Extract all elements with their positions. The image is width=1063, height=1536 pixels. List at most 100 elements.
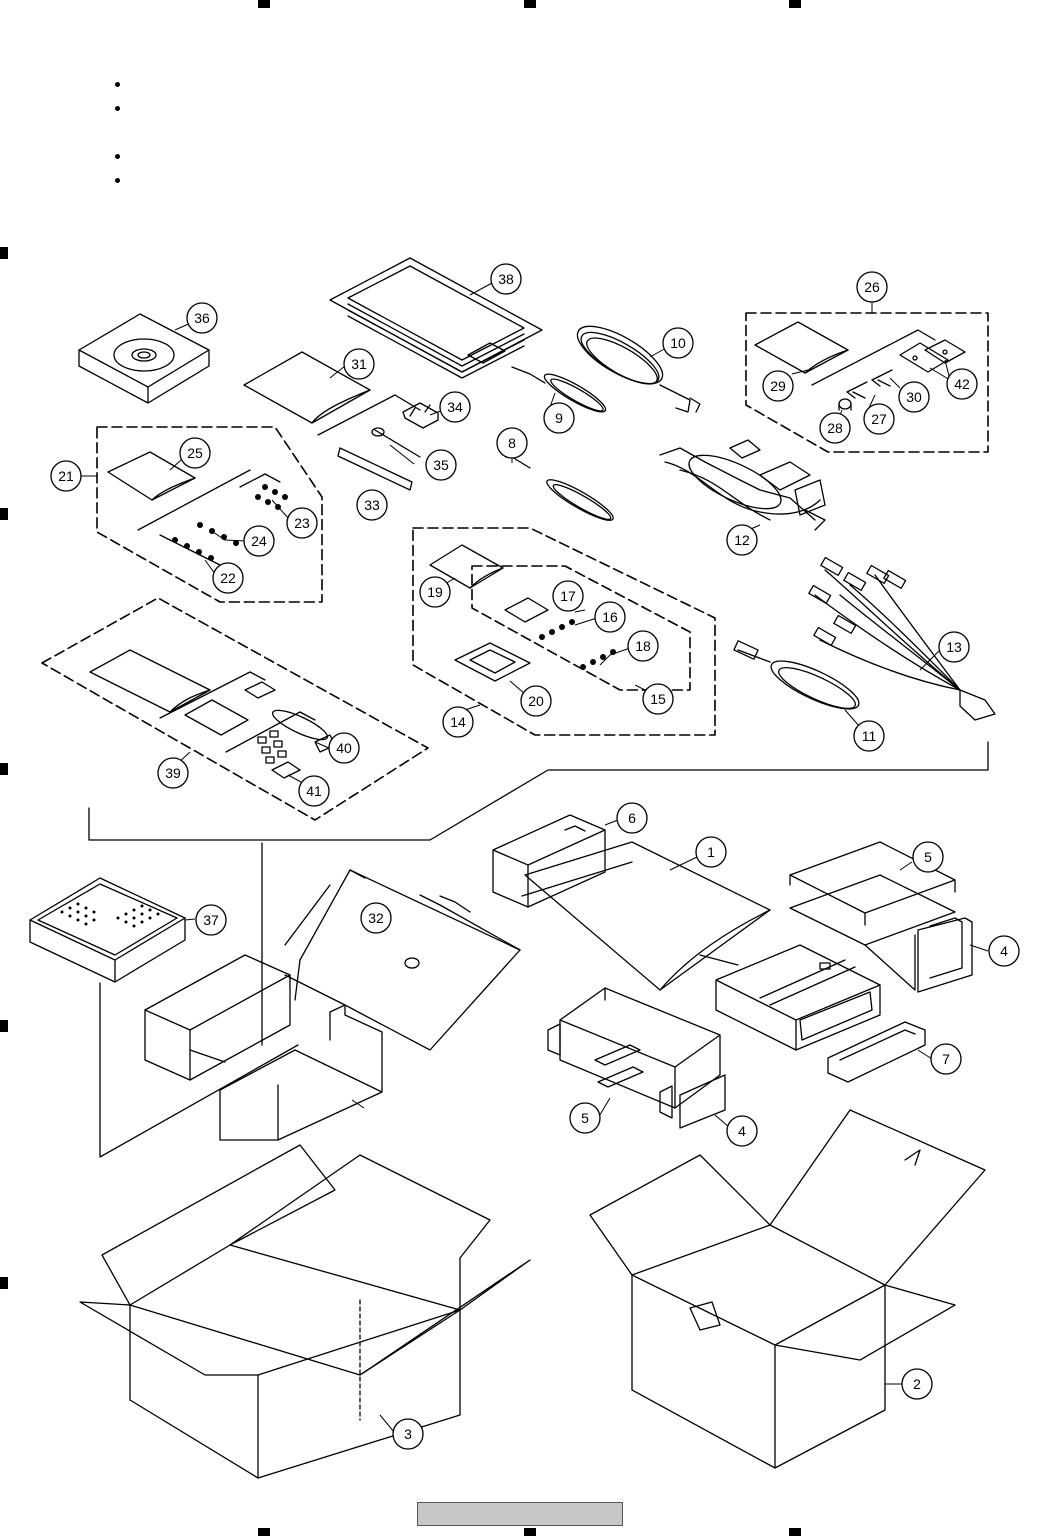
- callout-number: 20: [528, 693, 544, 709]
- callout-circle: [695, 836, 727, 868]
- part-callout-7: 7: [930, 1043, 962, 1075]
- part-callout-28: 28: [819, 412, 851, 444]
- callout-number: 7: [942, 1051, 950, 1067]
- callout-number: 31: [351, 356, 367, 372]
- part-callout-26: 26: [856, 271, 888, 303]
- bag-25: [107, 451, 196, 501]
- registration-mark-bottom-3: [789, 1528, 801, 1536]
- callout-circle: [179, 437, 211, 469]
- part-callout-5: 5: [912, 841, 944, 873]
- part-callout-12: 12: [726, 524, 758, 556]
- callout-number: 9: [555, 410, 563, 426]
- foam-pad-37: [29, 877, 186, 983]
- callout-circle: [912, 841, 944, 873]
- part-callout-42: 42: [946, 368, 978, 400]
- callout-number: 10: [670, 335, 686, 351]
- page-footer-bar: [417, 1502, 623, 1526]
- callout-circle: [157, 757, 189, 789]
- part-callout-2: 2: [901, 1368, 933, 1400]
- callout-number: 4: [1000, 943, 1008, 959]
- callout-circle: [938, 631, 970, 663]
- callout-number: 4: [738, 1123, 746, 1139]
- part-callout-30: 30: [898, 381, 930, 413]
- part-callout-29: 29: [762, 370, 794, 402]
- callout-number: 40: [336, 740, 352, 756]
- leader-lines: [81, 282, 989, 1433]
- part-callout-23: 23: [286, 507, 318, 539]
- note-bullet: [115, 154, 120, 159]
- bracket-line: [88, 741, 989, 841]
- callout-circle: [243, 525, 275, 557]
- callout-number: 8: [508, 435, 516, 451]
- callout-number: 2: [913, 1376, 921, 1392]
- callout-circle: [439, 391, 471, 423]
- tool-35: [371, 427, 421, 458]
- registration-mark-left-1: [0, 247, 8, 259]
- part-callout-25: 25: [179, 437, 211, 469]
- callout-circle: [298, 775, 330, 807]
- sleeve-6: [492, 814, 606, 908]
- cable-10: [576, 325, 701, 413]
- part-callout-20: 20: [520, 685, 552, 717]
- callout-circle: [50, 460, 82, 492]
- part-callout-14: 14: [442, 706, 474, 738]
- part-callout-3: 3: [392, 1418, 424, 1450]
- callout-layer: 1234455678910111213141516171819202122232…: [50, 263, 1020, 1450]
- callout-circle: [642, 683, 674, 715]
- callout-circle: [543, 402, 575, 434]
- frame-5-4-bottom: [547, 987, 726, 1129]
- callout-number: 1: [707, 844, 715, 860]
- callout-circle: [988, 935, 1020, 967]
- part-callout-10: 10: [662, 327, 694, 359]
- callout-number: 25: [187, 445, 203, 461]
- callout-circle: [726, 524, 758, 556]
- registration-mark-left-4: [0, 1020, 8, 1032]
- bag-1: [521, 841, 771, 991]
- part-callout-35: 35: [425, 449, 457, 481]
- callout-circle: [901, 1368, 933, 1400]
- part-callout-8: 8: [496, 427, 528, 459]
- callout-circle: [520, 685, 552, 717]
- callout-circle: [343, 348, 375, 380]
- callout-circle: [726, 1115, 758, 1147]
- callout-number: 12: [734, 532, 750, 548]
- callout-circle: [762, 370, 794, 402]
- callout-number: 28: [827, 420, 843, 436]
- part-callout-18: 18: [627, 630, 659, 662]
- callout-circle: [392, 1418, 424, 1450]
- clips-41: [257, 730, 301, 779]
- foam-dots: [60, 902, 160, 928]
- registration-mark-top-1: [258, 0, 270, 8]
- registration-mark-left-2: [0, 508, 8, 520]
- part-callout-13: 13: [938, 631, 970, 663]
- callout-number: 34: [447, 399, 463, 415]
- callout-circle: [863, 403, 895, 435]
- callout-circle: [419, 576, 451, 608]
- part-callout-21: 21: [50, 460, 82, 492]
- callout-number: 16: [602, 609, 618, 625]
- bracket-42: [899, 339, 966, 373]
- callout-number: 19: [427, 584, 443, 600]
- note-bullet: [115, 106, 120, 111]
- part-callout-16: 16: [594, 601, 626, 633]
- registration-mark-bottom-1: [258, 1528, 270, 1536]
- part-callout-9: 9: [543, 402, 575, 434]
- leader-line: [99, 982, 299, 1158]
- registration-mark-left-3: [0, 763, 8, 775]
- callout-number: 3: [404, 1426, 412, 1442]
- part-callout-15: 15: [642, 683, 674, 715]
- frame-5-4-top: [789, 841, 973, 993]
- callout-circle: [425, 449, 457, 481]
- callout-number: 22: [220, 570, 236, 586]
- callout-circle: [212, 562, 244, 594]
- part-callout-31: 31: [343, 348, 375, 380]
- bag-29: [754, 321, 849, 374]
- callout-number: 36: [194, 310, 210, 326]
- callout-number: 33: [364, 497, 380, 513]
- part-callout-36: 36: [186, 302, 218, 334]
- callout-circle: [930, 1043, 962, 1075]
- cable-8: [511, 456, 614, 521]
- callout-number: 15: [650, 691, 666, 707]
- head-unit: [715, 944, 881, 1051]
